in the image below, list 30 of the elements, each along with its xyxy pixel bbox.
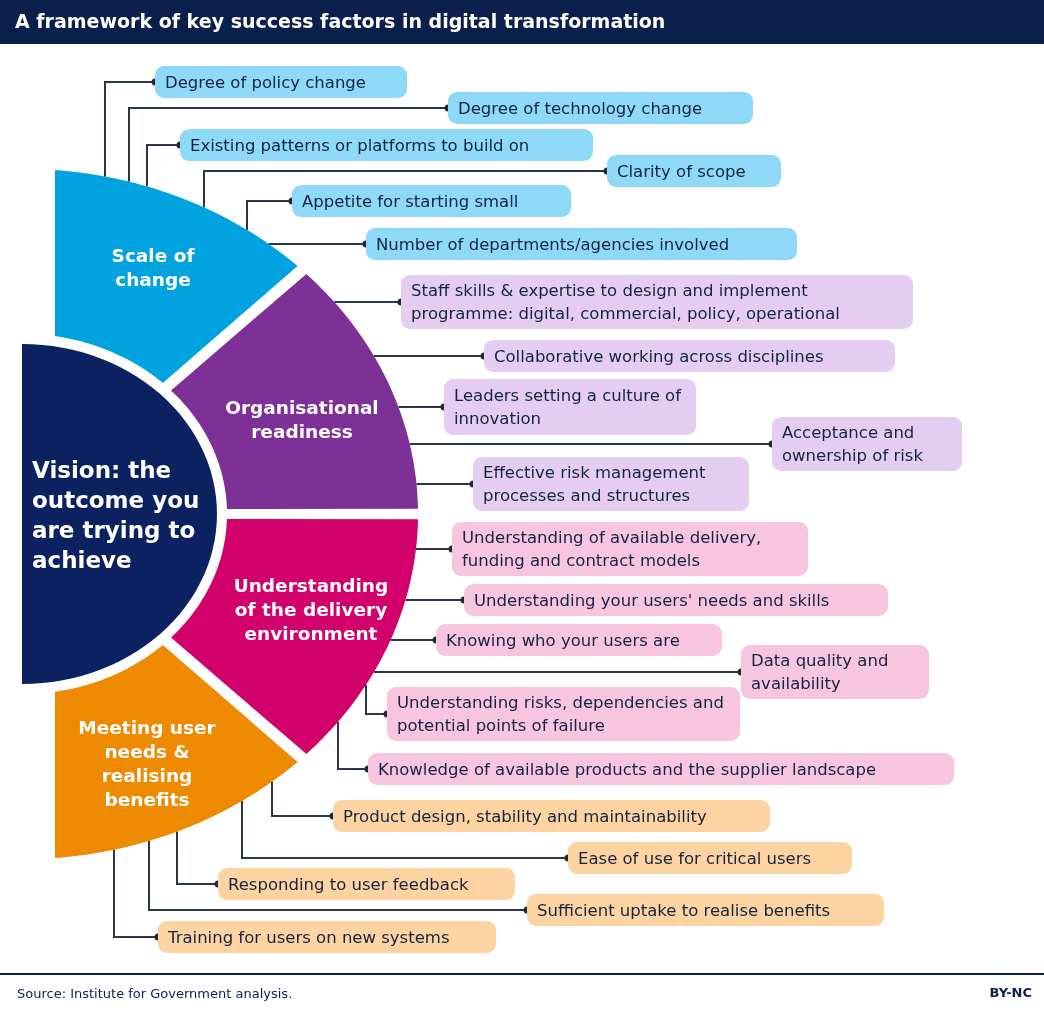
- vision-text: Vision: the outcome you are trying to achieve: [32, 456, 201, 575]
- factor-label: Degree of technology change: [448, 92, 753, 124]
- factor-label: Product design, stability and maintainability: [333, 800, 770, 832]
- factor-label: Staff skills & expertise to design and implement programme: digital, commercial, policy, operational: [401, 275, 913, 329]
- segment-title: Organisational readiness: [224, 396, 380, 444]
- factor-label: Knowing who your users are: [436, 624, 722, 656]
- factor-label: Responding to user feedback: [218, 868, 515, 900]
- segment-title: Meeting user needs & realising benefits: [77, 716, 217, 812]
- factor-label: Leaders setting a culture of innovation: [444, 379, 696, 435]
- factor-label: Appetite for starting small: [292, 185, 571, 217]
- factor-label: Knowledge of available products and the supplier landscape: [368, 753, 954, 785]
- factor-label: Collaborative working across disciplines: [484, 340, 895, 372]
- factor-label: Understanding risks, dependencies and potential points of failure: [387, 687, 740, 741]
- segment-title: Understanding of the delivery environment: [232, 574, 390, 646]
- factor-label: Number of departments/agencies involved: [366, 228, 797, 260]
- factor-label: Effective risk management processes and structures: [473, 457, 749, 511]
- factor-label: Clarity of scope: [607, 155, 781, 187]
- factor-label: Existing patterns or platforms to build on: [180, 129, 593, 161]
- factor-label: Training for users on new systems: [158, 921, 496, 953]
- source-note: Source: Institute for Government analysis.: [17, 986, 293, 1001]
- segment-title: Scale of change: [110, 244, 196, 292]
- factor-label: Acceptance and ownership of risk: [772, 417, 962, 471]
- factor-label: Degree of policy change: [155, 66, 407, 98]
- factor-label: Ease of use for critical users: [568, 842, 852, 874]
- factor-label: Understanding your users' needs and skills: [464, 584, 888, 616]
- licence-text: BY-NC: [989, 985, 1032, 1000]
- factor-label: Understanding of available delivery, funding and contract models: [452, 522, 808, 576]
- factor-label: Sufficient uptake to realise benefits: [527, 894, 884, 926]
- factor-label: Data quality and availability: [741, 645, 929, 699]
- title: A framework of key success factors in digital transformation: [15, 10, 666, 32]
